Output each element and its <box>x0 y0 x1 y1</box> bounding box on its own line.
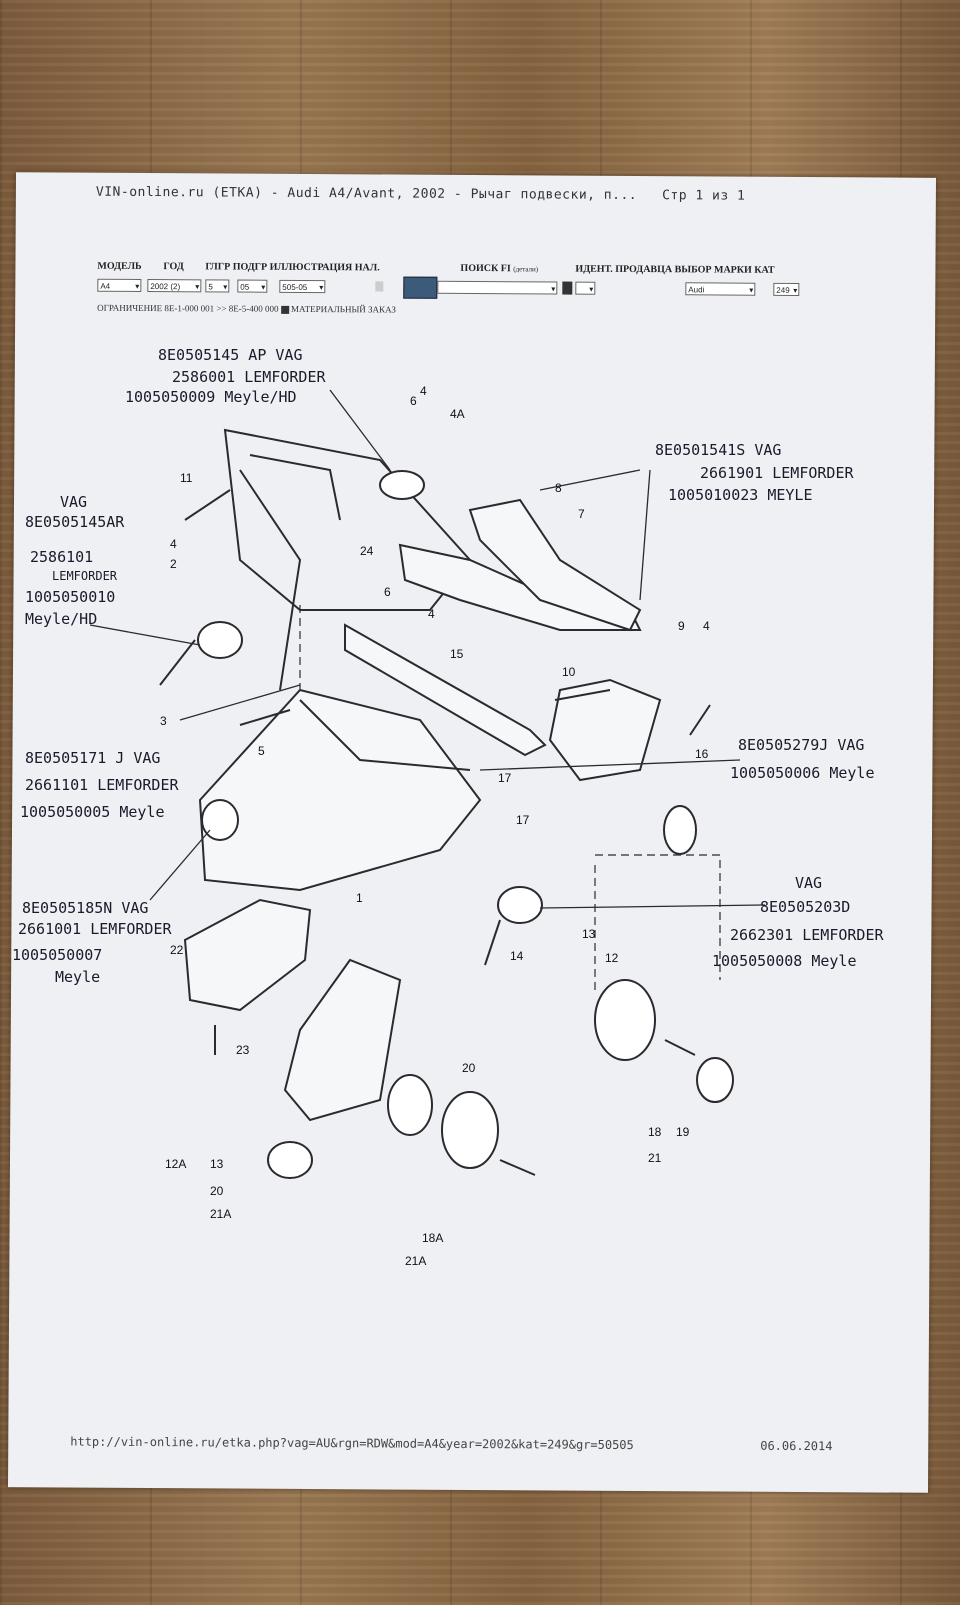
note-1-line-1: 8E0505145 AP VAG <box>158 346 303 364</box>
svg-text:9: 9 <box>678 619 685 633</box>
svg-text:15: 15 <box>450 647 464 661</box>
svg-text:13: 13 <box>210 1157 224 1171</box>
svg-text:6: 6 <box>410 394 417 408</box>
note-3-line-1: VAG <box>60 493 87 511</box>
note-7-line-1: VAG <box>795 874 822 892</box>
svg-text:12A: 12A <box>165 1157 186 1171</box>
svg-text:4: 4 <box>170 537 177 551</box>
svg-text:16: 16 <box>695 747 709 761</box>
svg-text:3: 3 <box>160 714 167 728</box>
note-4-line-3: 1005050005 Meyle <box>20 803 165 821</box>
note-6-line-4: Meyle <box>55 968 100 986</box>
svg-text:5: 5 <box>258 744 265 758</box>
note-1-line-3: 1005050009 Meyle/HD <box>125 388 297 406</box>
note-6-line-2: 2661001 LEMFORDER <box>18 920 172 938</box>
svg-text:10: 10 <box>562 665 576 679</box>
note-6-line-3: 1005050007 <box>12 946 102 964</box>
note-3-line-6: Meyle/HD <box>25 610 97 628</box>
note-3-line-4: LEMFORDER <box>52 569 118 583</box>
svg-text:17: 17 <box>516 813 530 827</box>
note-2-line-2: 2661901 LEMFORDER <box>700 464 854 482</box>
svg-text:13: 13 <box>582 927 596 941</box>
svg-text:12: 12 <box>605 951 619 965</box>
note-4-line-2: 2661101 LEMFORDER <box>25 776 179 794</box>
note-4-line-1: 8E0505171 J VAG <box>25 749 160 767</box>
svg-text:4: 4 <box>428 607 435 621</box>
svg-text:14: 14 <box>510 949 524 963</box>
svg-text:7: 7 <box>578 507 585 521</box>
svg-text:17: 17 <box>498 771 512 785</box>
svg-text:4A: 4A <box>450 407 465 421</box>
note-5-line-2: 1005050006 Meyle <box>730 764 875 782</box>
svg-text:6: 6 <box>384 585 391 599</box>
svg-text:19: 19 <box>676 1125 690 1139</box>
svg-text:21: 21 <box>648 1151 662 1165</box>
svg-text:4: 4 <box>703 619 710 633</box>
svg-text:1: 1 <box>356 891 363 905</box>
svg-text:22: 22 <box>170 943 184 957</box>
note-5-line-1: 8E0505279J VAG <box>738 736 864 754</box>
svg-text:21A: 21A <box>210 1207 231 1221</box>
svg-text:2: 2 <box>170 557 177 571</box>
svg-text:24: 24 <box>360 544 374 558</box>
note-7-line-2: 8E0505203D <box>760 898 850 916</box>
svg-text:21A: 21A <box>405 1254 426 1268</box>
note-1-line-2: 2586001 LEMFORDER <box>172 368 326 386</box>
note-7-line-4: 1005050008 Meyle <box>712 952 857 970</box>
note-2-line-1: 8E0501541S VAG <box>655 441 781 459</box>
svg-text:20: 20 <box>462 1061 476 1075</box>
svg-text:18A: 18A <box>422 1231 443 1245</box>
svg-text:11: 11 <box>180 471 193 485</box>
note-3-line-5: 1005050010 <box>25 588 115 606</box>
note-6-line-1: 8E0505185N VAG <box>22 899 148 917</box>
svg-text:20: 20 <box>210 1184 224 1198</box>
note-3-line-2: 8E0505145AR <box>25 513 125 531</box>
note-7-line-3: 2662301 LEMFORDER <box>730 926 884 944</box>
svg-text:18: 18 <box>648 1125 662 1139</box>
handwritten-notes: 8E0505145 AP VAG 2586001 LEMFORDER 10050… <box>12 346 884 986</box>
note-3-line-3: 2586101 <box>30 548 93 566</box>
svg-text:8: 8 <box>555 481 562 495</box>
svg-text:4: 4 <box>420 384 427 398</box>
diagram-linework <box>89 389 766 1179</box>
note-2-line-3: 1005010023 MEYLE <box>668 486 813 504</box>
svg-text:23: 23 <box>236 1043 250 1057</box>
